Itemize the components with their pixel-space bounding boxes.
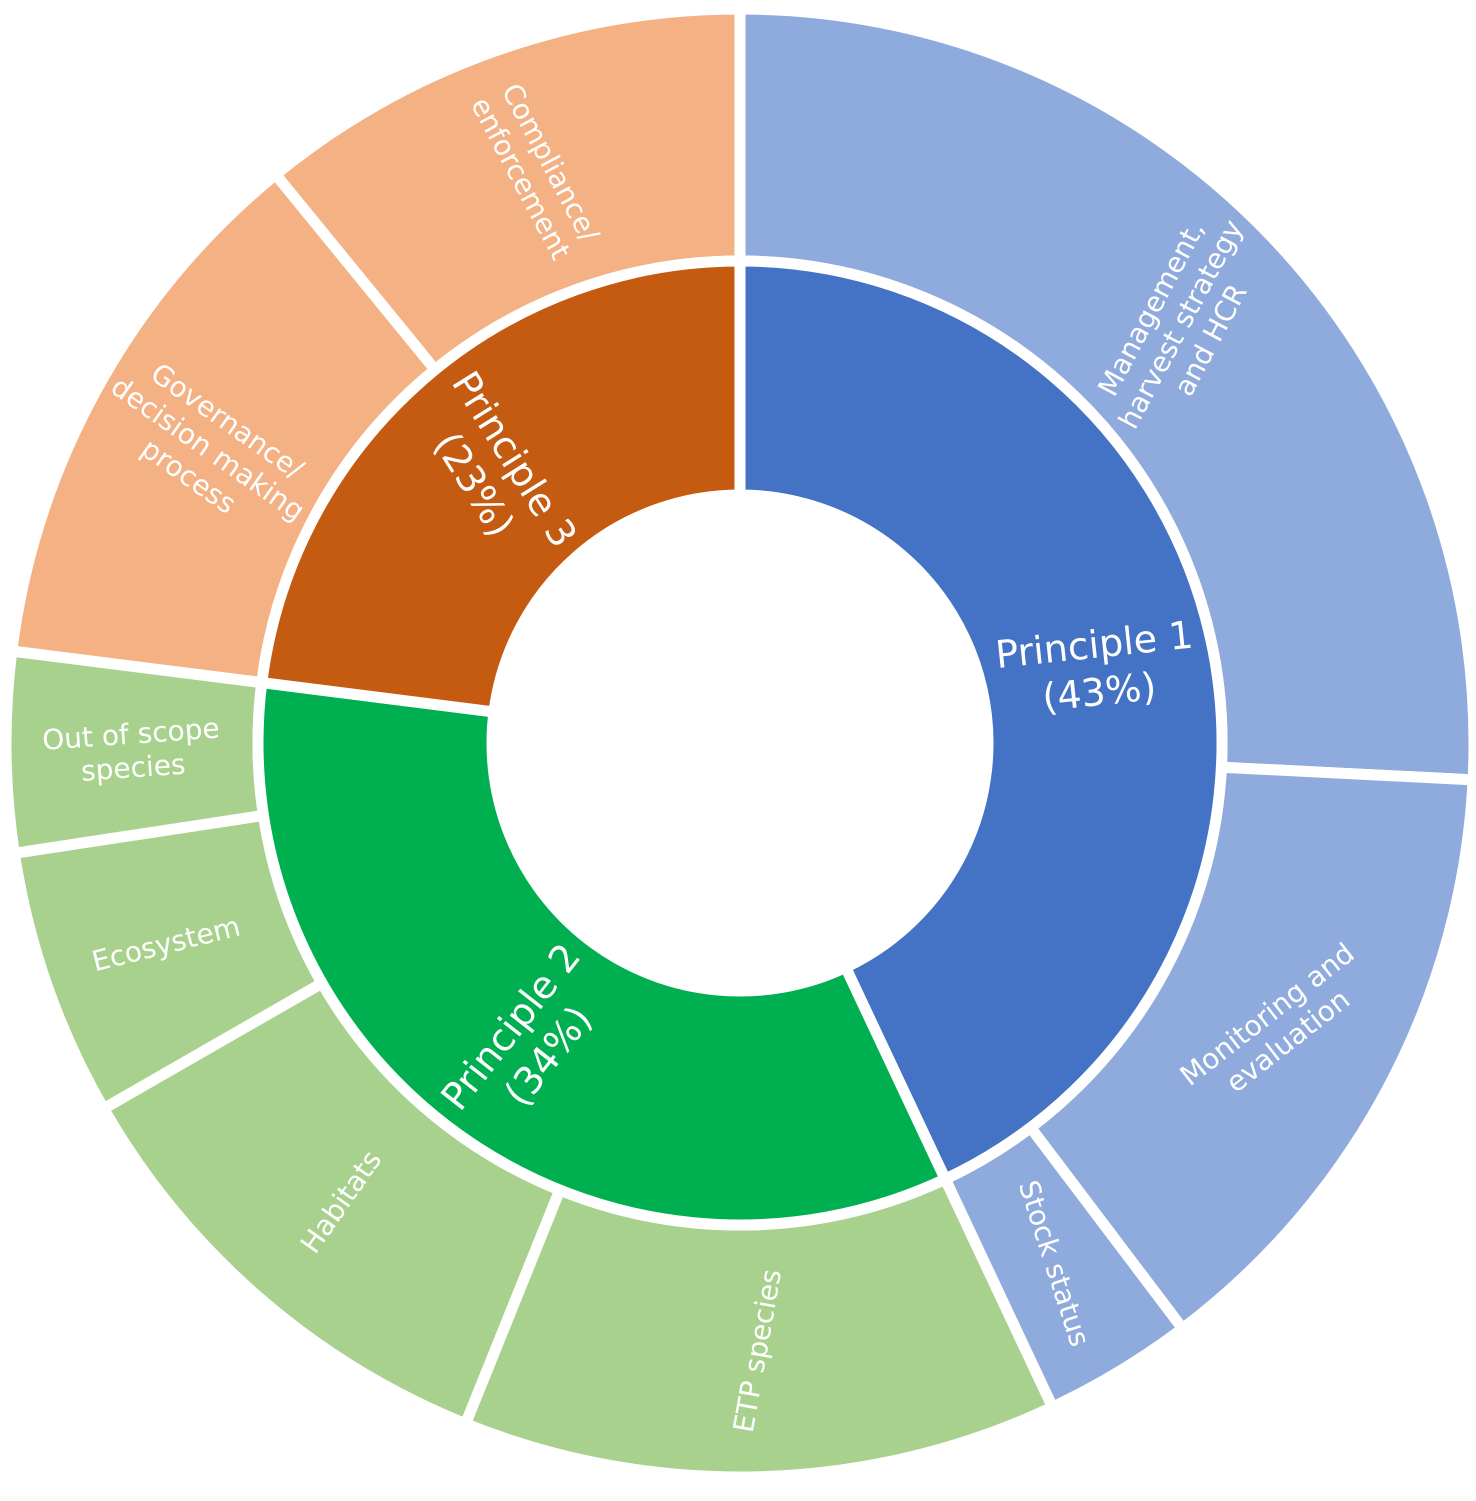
inner-segment-principle-3 [255,255,746,719]
inner-ring [252,255,1228,1231]
outer-ring [0,3,1476,1483]
inner-segment-principle-2 [252,676,953,1231]
inner-segment-principle-1 [734,255,1228,1187]
